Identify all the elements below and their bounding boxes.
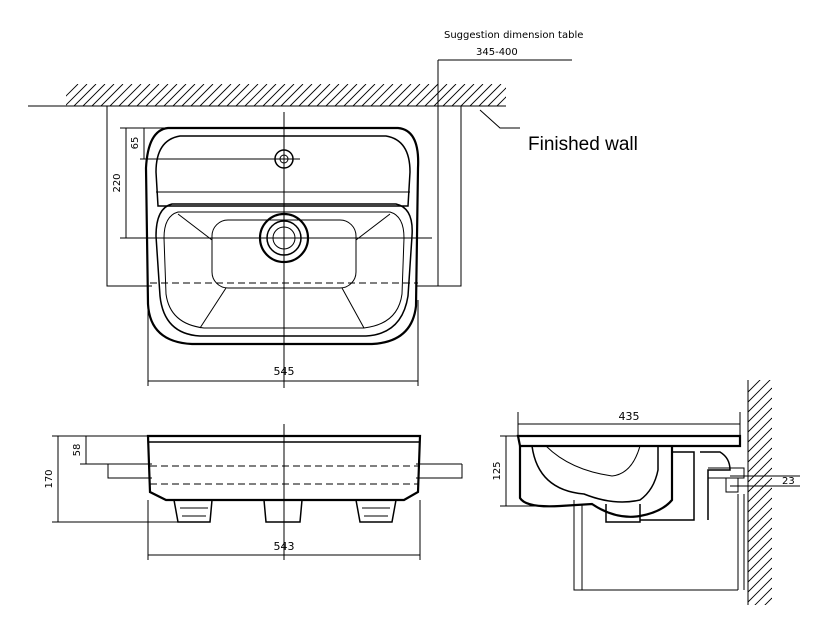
- front-view: 170 58 543: [44, 424, 463, 560]
- suggestion-title: Suggestion dimension table: [444, 30, 583, 41]
- dim-tap-offset: 65: [130, 137, 141, 150]
- dim-height-rim: 58: [72, 444, 83, 457]
- suggestion-range: 345-400: [476, 47, 518, 58]
- dim-depth: 435: [619, 410, 640, 423]
- dim-wall-gap: 23: [782, 476, 795, 487]
- wall-hatch-top: [66, 84, 506, 106]
- dim-top-width: 545: [274, 365, 295, 378]
- wall-hatch-side: [748, 380, 772, 605]
- top-view: 65 220 545 Suggestion dimension table 34…: [28, 30, 638, 388]
- side-view: 23 435 125: [492, 380, 800, 605]
- dim-drain-offset: 220: [112, 173, 123, 192]
- dim-side-height: 125: [492, 461, 503, 480]
- finished-wall-label: Finished wall: [528, 134, 638, 155]
- dim-front-width: 543: [274, 540, 295, 553]
- dim-height-total: 170: [44, 469, 55, 488]
